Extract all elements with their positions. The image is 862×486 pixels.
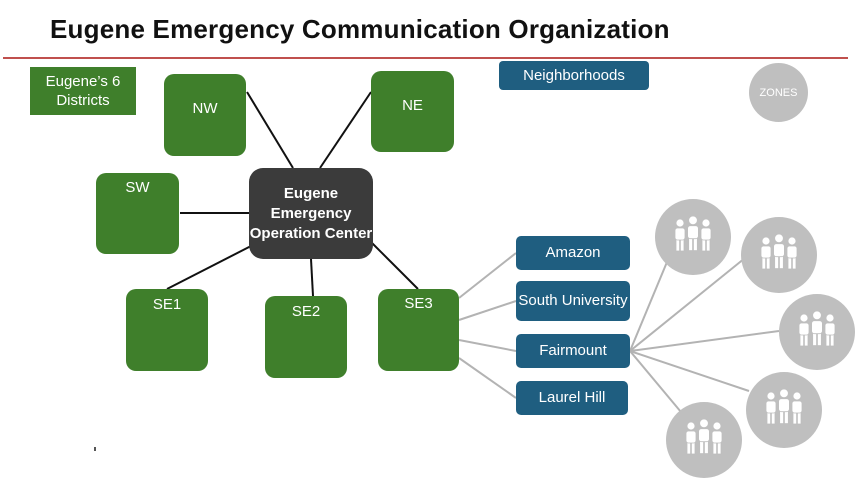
eoc-node: Eugene Emergency Operation Center <box>249 168 373 259</box>
zone-circle <box>666 402 742 478</box>
zone-circle <box>779 294 855 370</box>
district-nw: NW <box>164 74 246 156</box>
neighborhood-laurel-hill: Laurel Hill <box>516 381 628 415</box>
zone-circle <box>746 372 822 448</box>
title-underline <box>3 57 848 59</box>
connector-ne <box>319 91 372 169</box>
people-group-icon <box>685 418 723 455</box>
connector-se3 <box>371 242 419 290</box>
district-se3: SE3 <box>378 289 459 371</box>
people-group-icon <box>765 388 803 425</box>
district-se2: SE2 <box>265 296 347 378</box>
stray-mark <box>94 447 96 451</box>
people-group-icon <box>760 233 798 270</box>
district-se3-label: SE3 <box>404 295 433 312</box>
district-sw-label: SW <box>125 179 150 196</box>
branch-se3-laurel-hill <box>458 357 517 399</box>
neighborhood-fairmount: Fairmount <box>516 334 630 368</box>
district-se2-label: SE2 <box>291 303 321 320</box>
people-group-icon <box>798 310 836 347</box>
connector-se2 <box>310 258 314 297</box>
district-se1: SE1 <box>126 289 208 371</box>
branch-fairmount-zone-2 <box>629 257 746 352</box>
branch-fairmount-zone-4 <box>629 350 750 392</box>
district-sw: SW <box>96 173 179 254</box>
people-group-icon <box>674 215 712 252</box>
connector-nw <box>246 91 294 169</box>
branch-fairmount-zone-5 <box>629 350 682 413</box>
branch-se3-fairmount <box>458 339 517 352</box>
district-nw-label: NW <box>192 100 218 117</box>
legend-districts: Eugene’s 6 Districts <box>30 67 136 115</box>
district-ne: NE <box>371 71 454 152</box>
page-title: Eugene Emergency Communication Organizat… <box>50 14 670 44</box>
legend-zones: ZONES <box>749 63 808 122</box>
zone-circle <box>655 199 731 275</box>
zone-circle <box>741 217 817 293</box>
neighborhood-south-university: South University <box>516 281 630 321</box>
district-se1-label: SE1 <box>152 296 182 313</box>
legend-neighborhoods: Neighborhoods <box>499 61 649 90</box>
branch-se3-amazon <box>458 252 517 299</box>
district-ne-label: NE <box>402 97 423 114</box>
branch-se3-south-university <box>458 300 517 321</box>
branch-fairmount-zone-1 <box>629 261 668 352</box>
neighborhood-amazon: Amazon <box>516 236 630 270</box>
branch-fairmount-zone-3 <box>629 330 780 352</box>
connector-se1 <box>166 245 252 290</box>
